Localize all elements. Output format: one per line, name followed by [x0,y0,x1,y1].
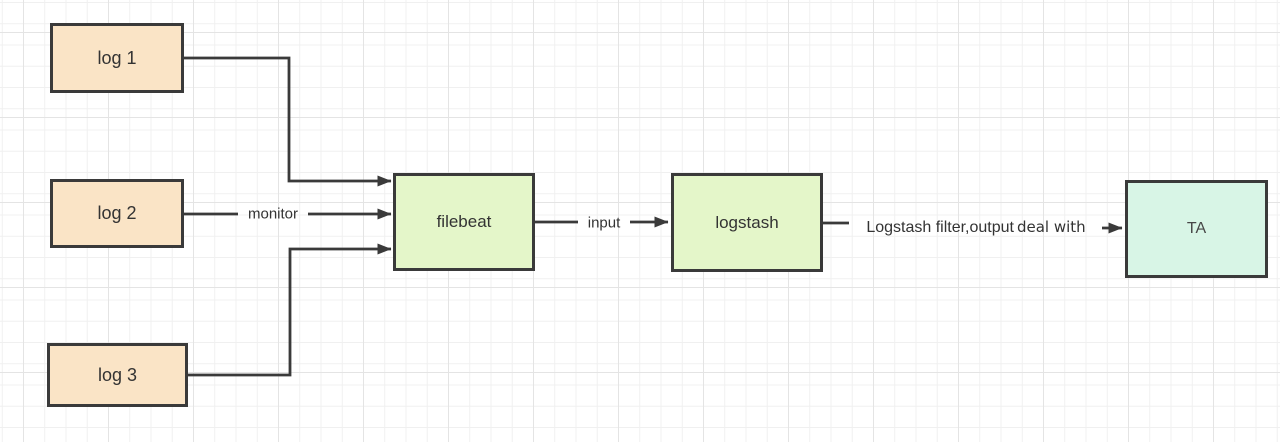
edge-log3-filebeat [188,243,392,377]
node-filebeat-label: filebeat [436,212,492,231]
node-log2: log 2 [50,179,184,248]
node-logstash-label: logstash [715,212,779,232]
node-log1: log 1 [50,23,184,93]
node-log1-label: log 1 [97,47,137,68]
edge-label-filter-output-text: Logstash filter,output [866,219,1014,236]
edge-label-deal-with-text: deal with [1016,218,1086,236]
edge-log1-filebeat [184,56,392,187]
node-log2-label: log 2 [97,203,137,223]
edge-label-input: input [587,214,621,232]
node-ta-label: TA [1186,220,1207,237]
node-ta: TA [1125,180,1268,278]
node-filebeat: filebeat [393,173,535,271]
node-log3: log 3 [47,343,188,407]
node-logstash: logstash [671,173,823,272]
edge-label-monitor: monitor [247,205,299,223]
node-log3-label: log 3 [97,364,138,385]
